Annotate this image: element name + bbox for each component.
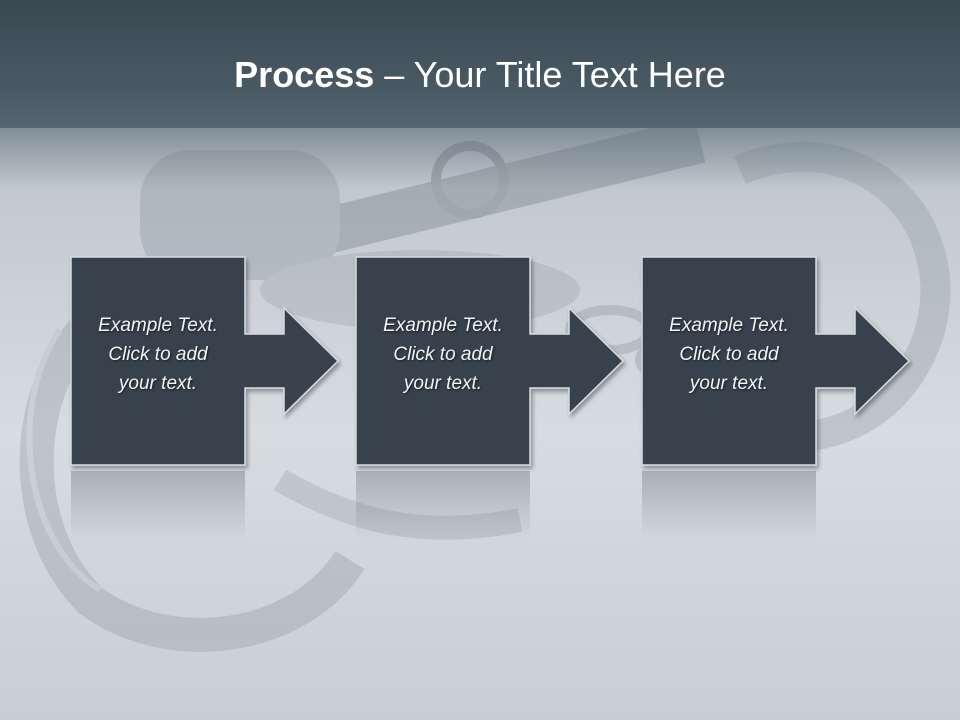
step-2-line-1: Example Text. [383, 315, 503, 336]
step-1-text[interactable]: Example Text. Click to add your text. [71, 311, 245, 398]
title-rest: – Your Title Text Here [374, 54, 726, 95]
step-3-line-3: your text. [689, 373, 769, 394]
step-3-line-1: Example Text. [669, 315, 789, 336]
step-2-text[interactable]: Example Text. Click to add your text. [356, 311, 530, 398]
step-2-line-3: your text. [403, 373, 483, 394]
step-1-line-1: Example Text. [98, 315, 218, 336]
step-3-text[interactable]: Example Text. Click to add your text. [642, 311, 816, 398]
step-arrow-2[interactable] [355, 256, 625, 540]
step-arrow-3[interactable] [641, 256, 911, 540]
title-bold: Process [234, 54, 375, 95]
slide-title[interactable]: Process – Your Title Text Here [0, 52, 960, 98]
step-3-line-2: Click to add [679, 344, 779, 365]
step-1-line-3: your text. [118, 373, 198, 394]
step-arrow-1[interactable] [70, 256, 340, 540]
title-bar [0, 0, 960, 128]
title-bar-fade [0, 128, 960, 188]
step-1-line-2: Click to add [108, 344, 208, 365]
step-2-line-2: Click to add [393, 344, 493, 365]
